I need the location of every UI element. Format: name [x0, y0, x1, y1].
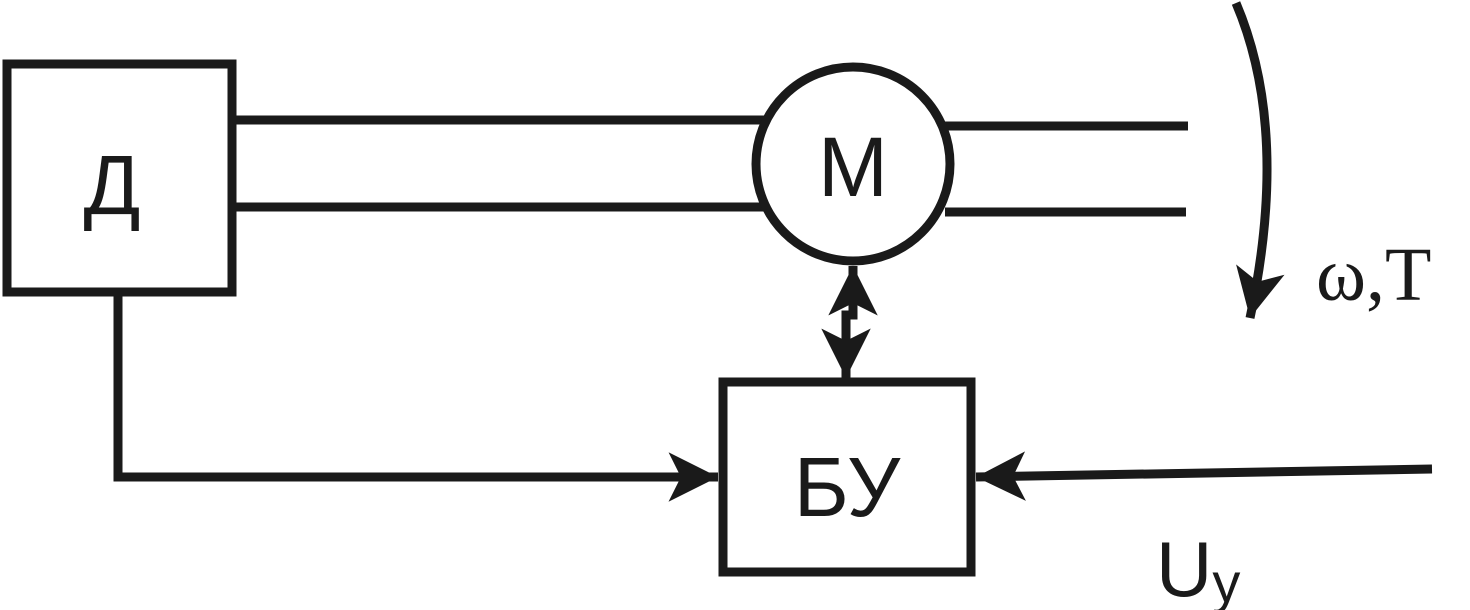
control-unit-block: БУ: [718, 377, 976, 577]
sensor-block: Д: [2, 59, 237, 297]
feedback-arrow: [113, 292, 718, 502]
rotation-arrow: [1231, 1, 1285, 319]
motor-label: М: [818, 120, 888, 214]
control-unit-box: [718, 377, 976, 577]
motor-control-bidirectional-arrow: [821, 266, 878, 378]
sensor-label: Д: [84, 138, 141, 232]
control-voltage-subscript: у: [1212, 551, 1240, 610]
control-voltage-main: U: [1156, 525, 1212, 610]
control-input-arrow: [975, 451, 1433, 501]
control-unit-label: БУ: [794, 440, 901, 534]
rotation-label: ω,T: [1316, 233, 1431, 317]
motor-block: М: [751, 62, 955, 266]
motor-circle: [751, 62, 955, 266]
control-voltage-label: Uу: [1156, 525, 1240, 610]
